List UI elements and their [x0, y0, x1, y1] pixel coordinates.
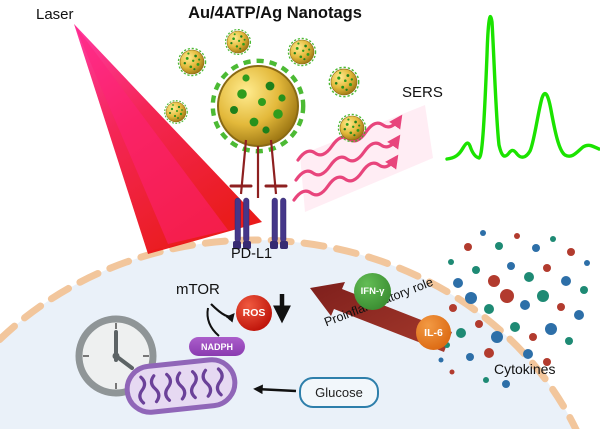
ifn-gamma-badge: IFN-γ: [354, 273, 391, 310]
pdl1-label: PD-L1: [231, 246, 273, 262]
laser-label: Laser: [36, 6, 74, 23]
nadph-mtor-link: [206, 307, 220, 337]
sers-label: SERS: [402, 84, 443, 101]
sers-spectrum: [445, 14, 600, 161]
glucose-arrow: [253, 384, 297, 395]
receptor-complex: [229, 139, 288, 249]
laser-beam: [74, 24, 262, 254]
cytokine-dots: [438, 230, 590, 388]
nadph-badge: NADPH: [189, 337, 245, 356]
glucose-box: Glucose: [299, 377, 379, 408]
il6-badge: IL-6: [416, 315, 451, 350]
mitochondria-icon: [124, 357, 238, 415]
figure-title: Au/4ATP/Ag Nanotags: [188, 4, 362, 22]
mtor-ros-arrow: [210, 303, 235, 323]
cytokines-label: Cytokines: [494, 361, 556, 377]
mtor-label: mTOR: [176, 281, 220, 298]
cell-membrane: [0, 236, 580, 429]
nanotag-large: [213, 61, 303, 151]
ros-badge: ROS: [236, 295, 272, 331]
